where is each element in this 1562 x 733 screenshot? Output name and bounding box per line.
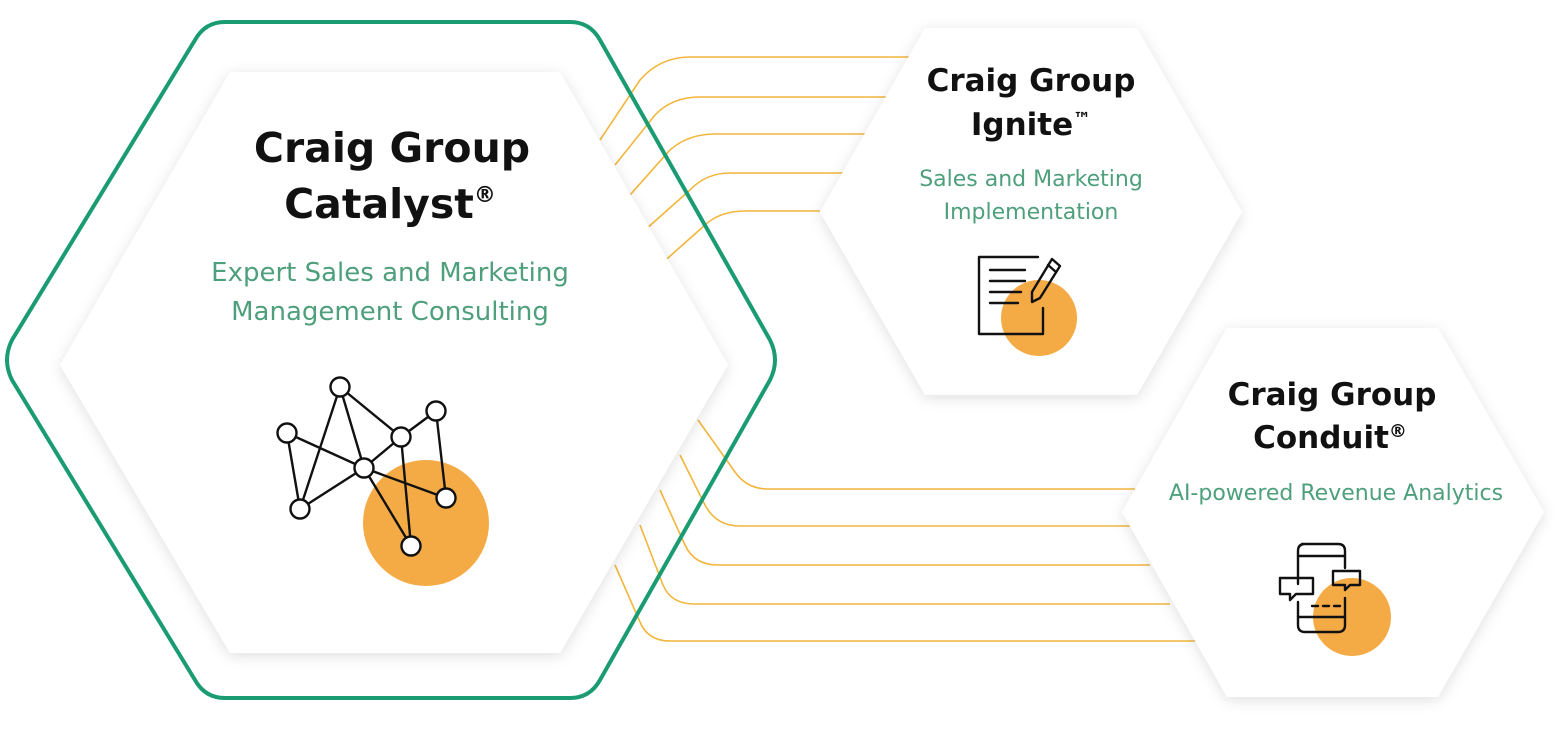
ignite-card[interactable]: Craig Group Ignite™ Sales and Marketing … [820, 28, 1242, 395]
conduit-registered-mark: ® [1389, 421, 1407, 442]
svg-text:Craig Group: Craig Group [1228, 377, 1437, 413]
svg-text:Craig Group: Craig Group [254, 124, 530, 172]
conduit-card[interactable]: Craig Group Conduit® AI-powered Revenue … [1122, 328, 1544, 697]
catalyst-title-line1: Craig Group [254, 124, 530, 172]
catalyst-title-line2: Catalyst [284, 180, 474, 228]
svg-text:Catalyst®: Catalyst® [284, 180, 496, 228]
ignite-subtitle-line1: Sales and Marketing [919, 167, 1143, 192]
catalyst-hexagon [60, 72, 728, 653]
conduit-title-line2: Conduit [1253, 420, 1389, 456]
svg-text:Conduit®: Conduit® [1253, 420, 1407, 456]
svg-text:Implementation: Implementation [944, 200, 1119, 225]
conduit-subtitle: AI-powered Revenue Analytics [1169, 481, 1503, 506]
ignite-hexagon [820, 28, 1242, 395]
ignite-trademark-mark: ™ [1073, 109, 1091, 130]
conduit-hexagon [1122, 328, 1544, 697]
ignite-title-line1: Craig Group [927, 63, 1136, 99]
catalyst-card[interactable]: Craig Group Catalyst® Expert Sales and M… [60, 72, 728, 653]
network-nodes-icon [276, 376, 489, 586]
document-pen-icon [977, 255, 1077, 356]
svg-text:Sales and Marketing: Sales and Marketing [919, 167, 1143, 192]
svg-text:AI-powered Revenue Analytics: AI-powered Revenue Analytics [1169, 481, 1503, 506]
ignite-title-line2: Ignite [971, 107, 1073, 143]
catalyst-subtitle-line2: Management Consulting [231, 297, 549, 327]
connectors-to-conduit [614, 419, 1195, 642]
catalyst-subtitle-line1: Expert Sales and Marketing [211, 258, 569, 288]
svg-text:Ignite™: Ignite™ [971, 107, 1091, 143]
svg-text:Craig Group: Craig Group [927, 63, 1136, 99]
catalyst-outline-hexagon [5, 20, 777, 700]
conduit-title-line1: Craig Group [1228, 377, 1437, 413]
mobile-chat-icon [1278, 542, 1391, 656]
svg-text:Management Consulting: Management Consulting [231, 297, 549, 327]
catalyst-registered-mark: ® [474, 183, 496, 208]
ignite-subtitle-line2: Implementation [944, 200, 1119, 225]
svg-text:Expert Sales and Marketing: Expert Sales and Marketing [211, 258, 569, 288]
